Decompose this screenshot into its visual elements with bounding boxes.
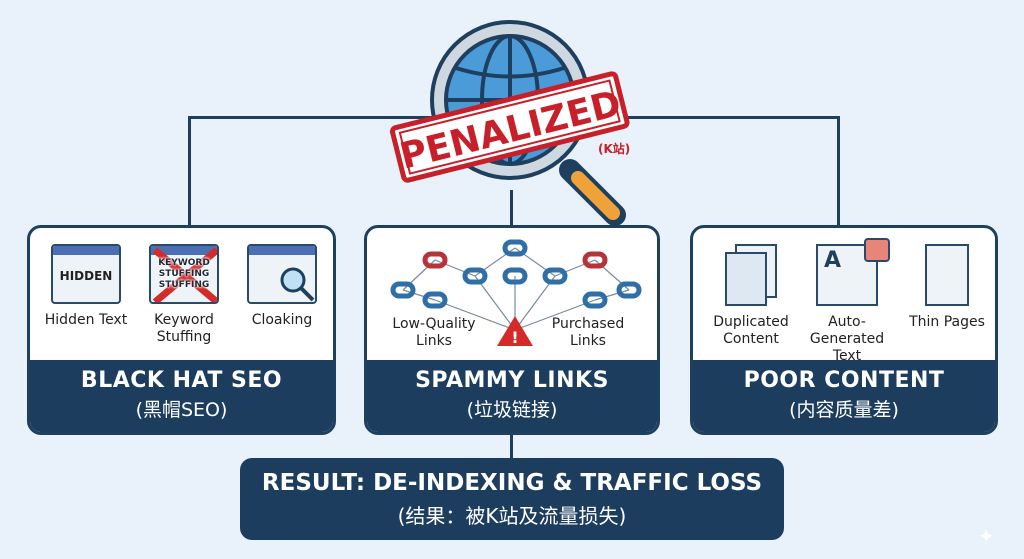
stamp-subtext: (K站) <box>598 141 630 156</box>
thumbs-down-icon <box>864 238 890 262</box>
card-title: POOR CONTENT <box>743 368 945 393</box>
item-duplicated-content: Duplicated Content <box>701 244 801 348</box>
item-cloaking: Cloaking <box>232 244 332 329</box>
item-label: Hidden Text <box>44 312 128 328</box>
connector-result <box>510 435 513 459</box>
red-x-icon <box>152 247 217 302</box>
card-title-band: SPAMMY LINKS (垃圾链接) <box>367 360 657 432</box>
card-subtitle: (内容质量差) <box>789 399 899 421</box>
item-label: Auto-Generated Text <box>809 314 885 364</box>
card-subtitle: (垃圾链接) <box>466 399 558 421</box>
card-black-hat-seo: HIDDEN Hidden Text KEYWORD STUFFING STUF… <box>27 225 336 435</box>
connector-left <box>188 116 191 226</box>
item-label: Cloaking <box>251 312 313 328</box>
svg-text:!: ! <box>511 328 518 347</box>
keyword-stuffing-window-icon: KEYWORD STUFFING STUFFING <box>149 244 219 304</box>
item-purchased-links: Purchased Links <box>551 316 625 349</box>
hidden-text-window-icon: HIDDEN <box>51 244 121 304</box>
doc-letter: A <box>824 248 842 273</box>
item-label: Duplicated Content <box>713 314 789 347</box>
hidden-icon-text: HIDDEN <box>59 269 113 283</box>
link-network-icon: ! <box>390 239 642 347</box>
item-keyword-stuffing: KEYWORD STUFFING STUFFING Keyword Stuffi… <box>134 244 234 346</box>
result-box: RESULT: DE-INDEXING & TRAFFIC LOSS (结果：被… <box>240 458 784 540</box>
item-hidden-text: HIDDEN Hidden Text <box>36 244 136 329</box>
keyword-icon-text: KEYWORD STUFFING STUFFING <box>158 258 210 290</box>
connector-center <box>510 190 513 226</box>
card-title: SPAMMY LINKS <box>415 368 609 393</box>
card-title-band: BLACK HAT SEO (黑帽SEO) <box>30 360 333 432</box>
card-title: BLACK HAT SEO <box>80 368 283 393</box>
item-auto-generated-text: A Auto-Generated Text <box>797 238 897 365</box>
duplicate-docs-icon <box>721 244 781 306</box>
thin-page-icon <box>925 244 969 306</box>
card-poor-content: Duplicated Content A Auto-Generated Text… <box>690 225 998 435</box>
item-thin-pages: Thin Pages <box>897 244 995 331</box>
connector-right <box>837 116 840 226</box>
item-label: Thin Pages <box>909 314 985 330</box>
card-title-band: POOR CONTENT (内容质量差) <box>693 360 995 432</box>
cloaking-window-icon <box>247 244 317 304</box>
result-subtitle: (结果：被K站及流量损失) <box>397 504 627 528</box>
magnifier-globe-icon: PENALIZED (K站) <box>389 20 630 226</box>
card-spammy-links: ! Low-Quality Links Purchased Links SPAM… <box>364 225 660 435</box>
result-title: RESULT: DE-INDEXING & TRAFFIC LOSS <box>261 470 763 496</box>
search-icon <box>280 267 315 302</box>
item-label: Keyword Stuffing <box>154 312 214 345</box>
item-low-quality-links: Low-Quality Links <box>392 316 476 349</box>
warning-icon <box>497 316 533 346</box>
sparkle-icon: ✦ <box>978 524 995 548</box>
document-thumbs-down-icon: A <box>816 238 890 306</box>
card-subtitle: (黑帽SEO) <box>135 399 228 421</box>
